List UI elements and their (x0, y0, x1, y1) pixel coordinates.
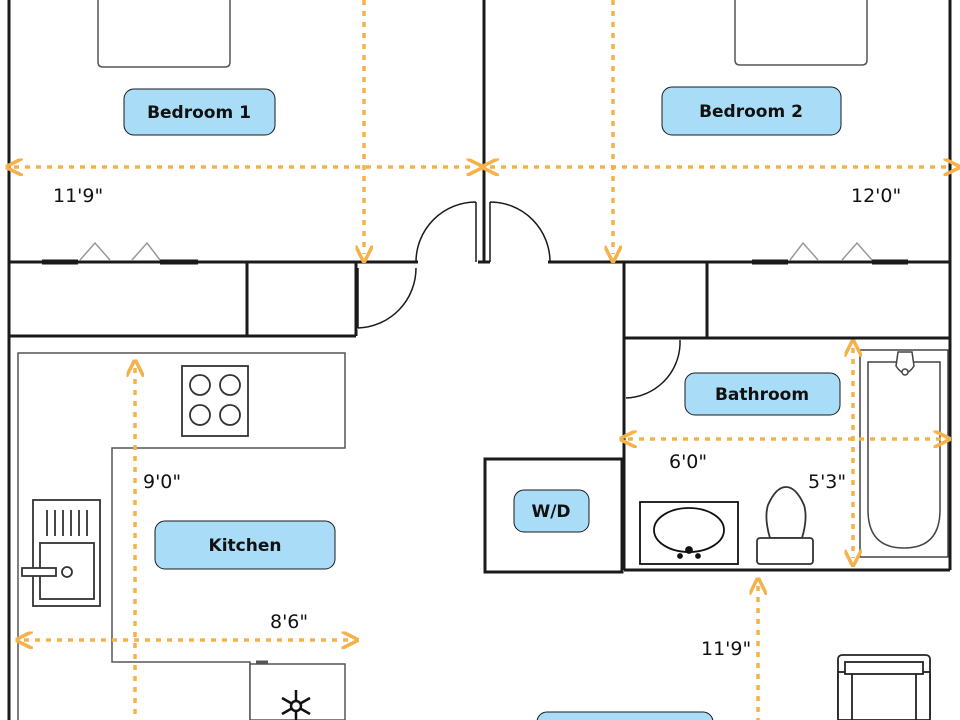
door-bedroom2 (489, 201, 551, 263)
label-pill-bedroom2 (661, 86, 842, 136)
dimension-lines (14, 0, 952, 720)
dim-label-bathroom-depth: 5'3" (808, 471, 846, 493)
label-pill-kitchen (154, 520, 336, 570)
armchair-icon (837, 654, 931, 720)
bathtub-icon (859, 349, 949, 558)
door-closet (357, 267, 417, 329)
label-pill-bedroom1 (123, 88, 276, 136)
dim-label-living-depth: 11'9" (701, 638, 751, 660)
dim-label-bedroom1: 11'9" (53, 185, 103, 207)
stove-icon (181, 365, 249, 437)
dim-label-bathroom-width: 6'0" (669, 451, 707, 473)
bathroom-sink-icon (639, 501, 739, 565)
snowflake-icon (281, 690, 311, 720)
label-laundry: W/D (531, 502, 570, 522)
closet-doors-bedroom2 (752, 241, 908, 265)
label-bathroom: Bathroom (715, 385, 809, 405)
toilet-icon (756, 486, 814, 565)
room-label-text: Bedroom 1 Bedroom 2 Bathroom Kitchen W/D (147, 102, 809, 556)
label-kitchen: Kitchen (209, 536, 282, 556)
kitchen-sink-icon (21, 499, 101, 607)
dim-label-kitchen-width: 8'6" (270, 611, 308, 633)
door-bathroom (625, 340, 681, 399)
door-swings (357, 201, 681, 399)
label-bedroom2: Bedroom 2 (699, 102, 803, 122)
label-pill-laundry (513, 489, 590, 533)
room-labels (123, 86, 842, 720)
label-bedroom1: Bedroom 1 (147, 103, 251, 123)
label-pill-living (536, 711, 714, 720)
dimension-labels: 11'9" 12'0" 6'0" 5'3" 9'0" 8'6" 11'9" (53, 185, 901, 660)
dim-label-bedroom2: 12'0" (851, 185, 901, 207)
bed-bedroom1 (97, 0, 231, 68)
bed-bedroom2 (734, 0, 868, 66)
closet-doors-bedroom1 (42, 241, 198, 265)
beds (97, 0, 868, 68)
dim-label-kitchen-depth: 9'0" (143, 471, 181, 493)
door-bedroom1 (415, 201, 477, 263)
label-pill-bathroom (684, 372, 841, 416)
